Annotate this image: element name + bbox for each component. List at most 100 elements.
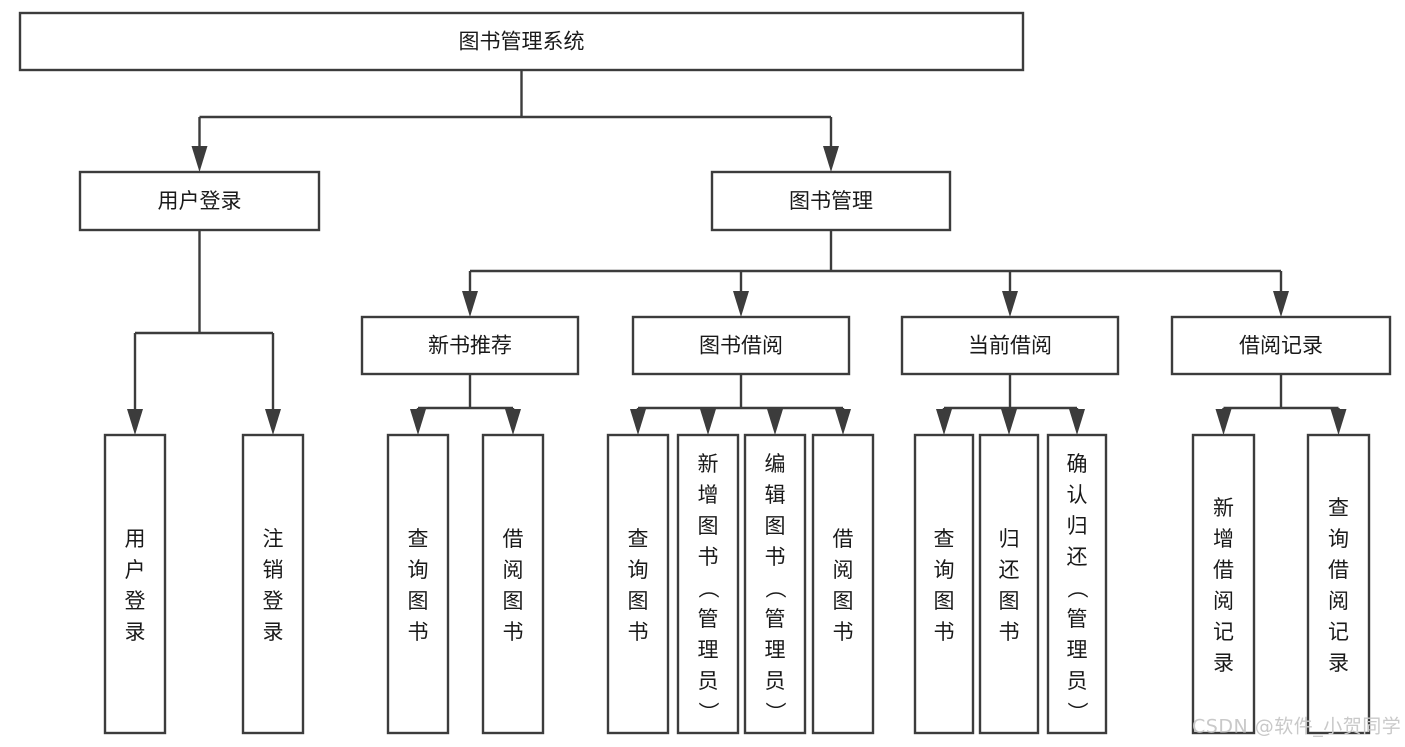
node-box bbox=[631, 315, 851, 376]
node-label-char: 询 bbox=[1328, 527, 1349, 551]
arrow-head-icon bbox=[823, 146, 839, 172]
node-label-char: 阅 bbox=[833, 558, 854, 582]
arrow-head-icon bbox=[767, 409, 783, 435]
arrow-head-icon bbox=[733, 291, 749, 317]
node-label-char: 录 bbox=[125, 620, 146, 644]
node-label-char: 阅 bbox=[1213, 589, 1234, 613]
arrow-head-icon bbox=[191, 146, 208, 172]
node-label-char: 录 bbox=[263, 620, 284, 644]
node-box bbox=[1046, 433, 1108, 735]
node-box bbox=[78, 170, 321, 232]
node-label-char: 书 bbox=[999, 620, 1020, 644]
node-leaf-user-login[interactable]: 用户登录 bbox=[103, 433, 167, 735]
node-box bbox=[1306, 433, 1371, 735]
node-label-char: 图 bbox=[999, 589, 1020, 613]
node-label-char: 员 bbox=[765, 669, 786, 693]
arrow-head-icon bbox=[1069, 409, 1085, 435]
arrow-head-icon bbox=[462, 291, 478, 317]
node-user-login[interactable]: 用户登录 bbox=[78, 170, 321, 232]
arrow-head-icon bbox=[410, 409, 426, 435]
node-box bbox=[978, 433, 1040, 735]
node-label-char: 登 bbox=[125, 589, 146, 613]
node-label: 用户登录 bbox=[158, 189, 242, 213]
node-label-char: （ bbox=[696, 578, 720, 599]
node-label-char: 阅 bbox=[503, 558, 524, 582]
node-label-char: 新 bbox=[1213, 496, 1234, 520]
node-label-char: 询 bbox=[408, 558, 429, 582]
node-label-char: 询 bbox=[628, 558, 649, 582]
arrow-head-icon bbox=[936, 409, 952, 435]
node-borrow-record[interactable]: 借阅记录 bbox=[1170, 315, 1392, 376]
connector-group-new-book-rec bbox=[410, 374, 521, 435]
node-label-char: 编 bbox=[765, 452, 786, 476]
node-box bbox=[710, 170, 952, 232]
node-label-char: 图 bbox=[765, 514, 786, 538]
arrow-head-icon bbox=[700, 409, 716, 435]
node-box bbox=[360, 315, 580, 376]
node-label-char: （ bbox=[1065, 578, 1089, 599]
node-label-char: 登 bbox=[263, 589, 284, 613]
node-label-char: 书 bbox=[628, 620, 649, 644]
node-book-manage[interactable]: 图书管理 bbox=[710, 170, 952, 232]
node-label-char: ） bbox=[1065, 702, 1089, 723]
node-label: 当前借阅 bbox=[968, 334, 1052, 358]
node-label-char: 用 bbox=[125, 527, 146, 551]
arrow-head-icon bbox=[1330, 409, 1347, 435]
node-label-char: 员 bbox=[698, 669, 719, 693]
csdn-watermark: CSDN @软件_小贺同学 bbox=[1192, 716, 1401, 738]
node-label-char: 图 bbox=[628, 589, 649, 613]
node-label-char: 借 bbox=[1213, 558, 1234, 582]
arrow-head-icon bbox=[1001, 409, 1017, 435]
node-label-char: 理 bbox=[698, 638, 719, 662]
node-label: 图书管理 bbox=[789, 189, 873, 213]
node-box bbox=[241, 433, 305, 735]
node-label-char: 借 bbox=[503, 527, 524, 551]
node-label-char: 理 bbox=[1067, 638, 1088, 662]
node-box bbox=[913, 433, 975, 735]
connector-group-borrow-record bbox=[1215, 374, 1347, 435]
node-label-char: 书 bbox=[765, 545, 786, 569]
node-label-char: ） bbox=[696, 702, 720, 723]
arrow-head-icon bbox=[1273, 291, 1289, 317]
node-book-borrow[interactable]: 图书借阅 bbox=[631, 315, 851, 376]
node-label-char: 销 bbox=[263, 558, 284, 582]
node-box bbox=[386, 433, 450, 735]
node-label-char: 记 bbox=[1213, 620, 1234, 644]
node-label-char: 录 bbox=[1328, 651, 1349, 675]
arrow-head-icon bbox=[835, 409, 851, 435]
node-label-char: 书 bbox=[934, 620, 955, 644]
node-label-char: 阅 bbox=[1328, 589, 1349, 613]
connector-group-user-login bbox=[127, 230, 281, 435]
arrow-head-icon bbox=[265, 409, 281, 435]
node-box bbox=[481, 433, 545, 735]
node-label-char: 借 bbox=[833, 527, 854, 551]
connector-group-current-borrow bbox=[936, 374, 1085, 435]
node-label-char: 辑 bbox=[765, 483, 786, 507]
connector-group-book-manage bbox=[462, 230, 1289, 317]
node-new-book-rec[interactable]: 新书推荐 bbox=[360, 315, 580, 376]
node-root[interactable]: 图书管理系统 bbox=[18, 11, 1025, 72]
node-label-char: 增 bbox=[1213, 527, 1234, 551]
node-box bbox=[811, 433, 875, 735]
node-label-char: 员 bbox=[1067, 669, 1088, 693]
arrow-head-icon bbox=[1002, 291, 1018, 317]
node-label-char: 图 bbox=[934, 589, 955, 613]
node-label: 图书管理系统 bbox=[459, 30, 585, 54]
node-label-char: 书 bbox=[503, 620, 524, 644]
node-label: 图书借阅 bbox=[699, 334, 783, 358]
node-box bbox=[676, 433, 740, 735]
node-current-borrow[interactable]: 当前借阅 bbox=[900, 315, 1120, 376]
connector-group-root bbox=[191, 70, 839, 172]
